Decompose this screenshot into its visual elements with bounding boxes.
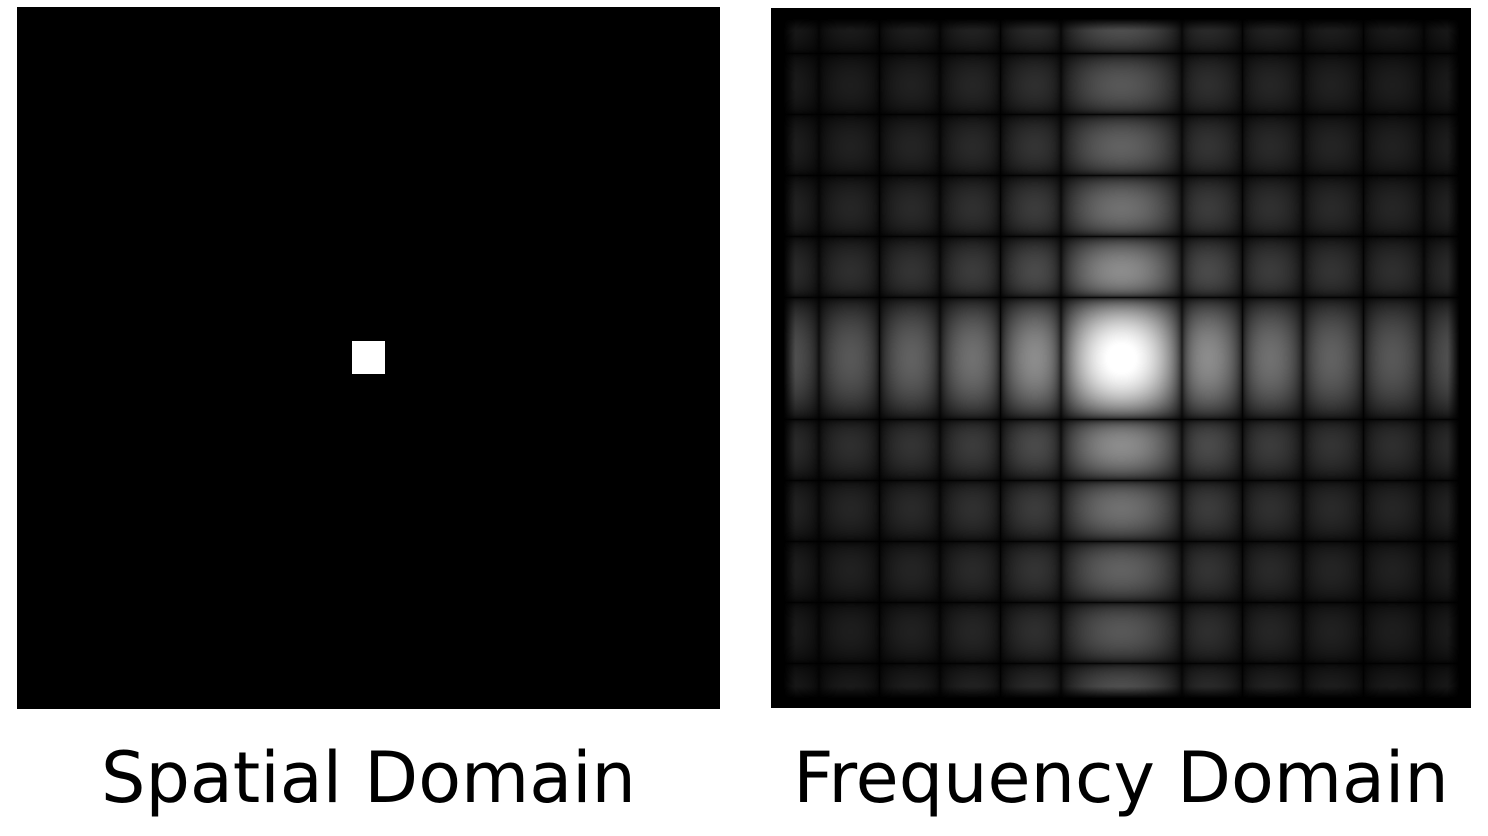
frequency-spectrum [771, 8, 1471, 708]
white-square [352, 341, 385, 374]
spatial-domain-panel [17, 7, 720, 709]
frequency-domain-caption: Frequency Domain [793, 737, 1449, 819]
spatial-domain-caption: Spatial Domain [101, 737, 636, 819]
frequency-domain-panel [771, 8, 1471, 708]
